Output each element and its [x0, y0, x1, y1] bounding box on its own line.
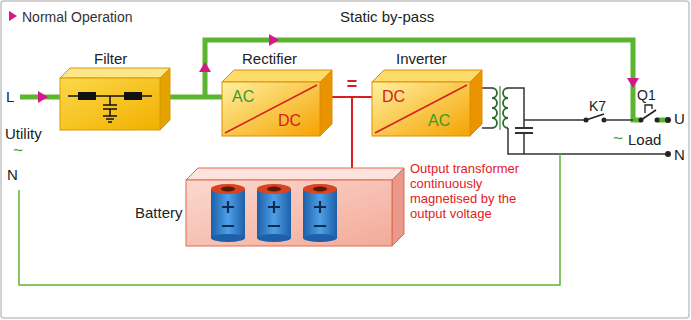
flow-arrow	[38, 91, 48, 103]
battery-terminal	[221, 187, 235, 192]
contactor-label: K7	[589, 98, 606, 114]
converter-box: Battery	[135, 168, 404, 246]
connector-label: =	[347, 74, 358, 95]
battery-cell-base	[303, 234, 337, 242]
battery-cell-top	[211, 184, 245, 194]
polarity-mark	[222, 201, 234, 226]
neutral-label: N	[7, 166, 18, 183]
phase-label: U	[674, 110, 685, 127]
section-label: Static by-pass	[340, 8, 434, 25]
phase-label: L	[6, 88, 14, 105]
box-side	[470, 70, 482, 136]
converter-box: Filter	[60, 50, 170, 130]
transformer-wire	[482, 88, 492, 128]
polarity-mark	[268, 201, 280, 226]
ac-symbol: ~	[13, 141, 23, 161]
box-top	[222, 70, 332, 82]
legend-marker	[9, 11, 17, 21]
battery-cell-base	[257, 234, 291, 242]
box-top	[372, 70, 482, 82]
box-text: DC	[278, 112, 301, 130]
terminal	[665, 151, 671, 157]
flow-arrow	[269, 34, 279, 46]
load-label: Load	[628, 131, 661, 148]
box-front	[222, 82, 320, 136]
box-side	[320, 70, 332, 136]
box-text: AC	[428, 112, 450, 130]
polarity-mark	[314, 201, 326, 226]
battery-terminal	[267, 187, 281, 192]
converter-box: RectifierAC DC	[222, 50, 332, 136]
flow-arrow	[199, 62, 211, 72]
flow-arrow	[627, 78, 639, 88]
switch-label: Q1	[637, 87, 656, 103]
connector	[352, 97, 372, 168]
box-front	[372, 82, 470, 136]
box-front	[60, 78, 160, 130]
box-side	[392, 168, 404, 246]
source-label: Utility	[5, 125, 42, 142]
neutral-wire	[508, 128, 668, 154]
filter-inductor	[78, 92, 96, 100]
transformer-core	[500, 86, 501, 130]
switch-blade	[641, 110, 656, 120]
terminal	[665, 117, 671, 123]
transformer-primary	[492, 88, 497, 128]
legend-text: Normal Operation	[22, 9, 133, 25]
box-top	[60, 68, 170, 78]
battery-cell	[211, 189, 245, 238]
filter-inductor	[124, 92, 142, 100]
ac-symbol: ~	[613, 129, 623, 149]
battery-terminal	[313, 187, 327, 192]
contactor-blade	[586, 114, 604, 120]
connector	[332, 97, 352, 168]
neutral-label: N	[674, 146, 685, 163]
capacitor-symbol	[515, 128, 533, 133]
box-text: AC	[232, 88, 254, 106]
output-wire	[604, 119, 633, 121]
converter-box: InverterDC AC	[372, 50, 482, 136]
box-front	[186, 180, 392, 246]
battery-cell-top	[303, 184, 337, 194]
battery-cell-top	[257, 184, 291, 194]
battery-cell-base	[211, 234, 245, 242]
note-text: Output transformer continuously magnetis…	[410, 161, 545, 221]
filter-capacitor	[103, 96, 117, 122]
neutral-line	[19, 154, 560, 285]
box-top	[186, 168, 404, 180]
battery-cell	[257, 189, 291, 238]
switch-mechanism	[645, 105, 652, 113]
battery-cell	[303, 189, 337, 238]
transformer-secondary	[503, 88, 508, 128]
converter-diagonal	[375, 85, 467, 133]
box-text: DC	[382, 88, 405, 106]
switch-contact	[655, 118, 660, 123]
box-heading: Rectifier	[242, 50, 297, 67]
output-wire	[508, 88, 586, 128]
box-heading: Battery	[135, 204, 183, 221]
box-heading: Filter	[94, 50, 127, 67]
converter-diagonal	[225, 85, 317, 133]
box-heading: Inverter	[396, 50, 447, 67]
connector	[170, 95, 222, 100]
box-side	[160, 68, 170, 130]
